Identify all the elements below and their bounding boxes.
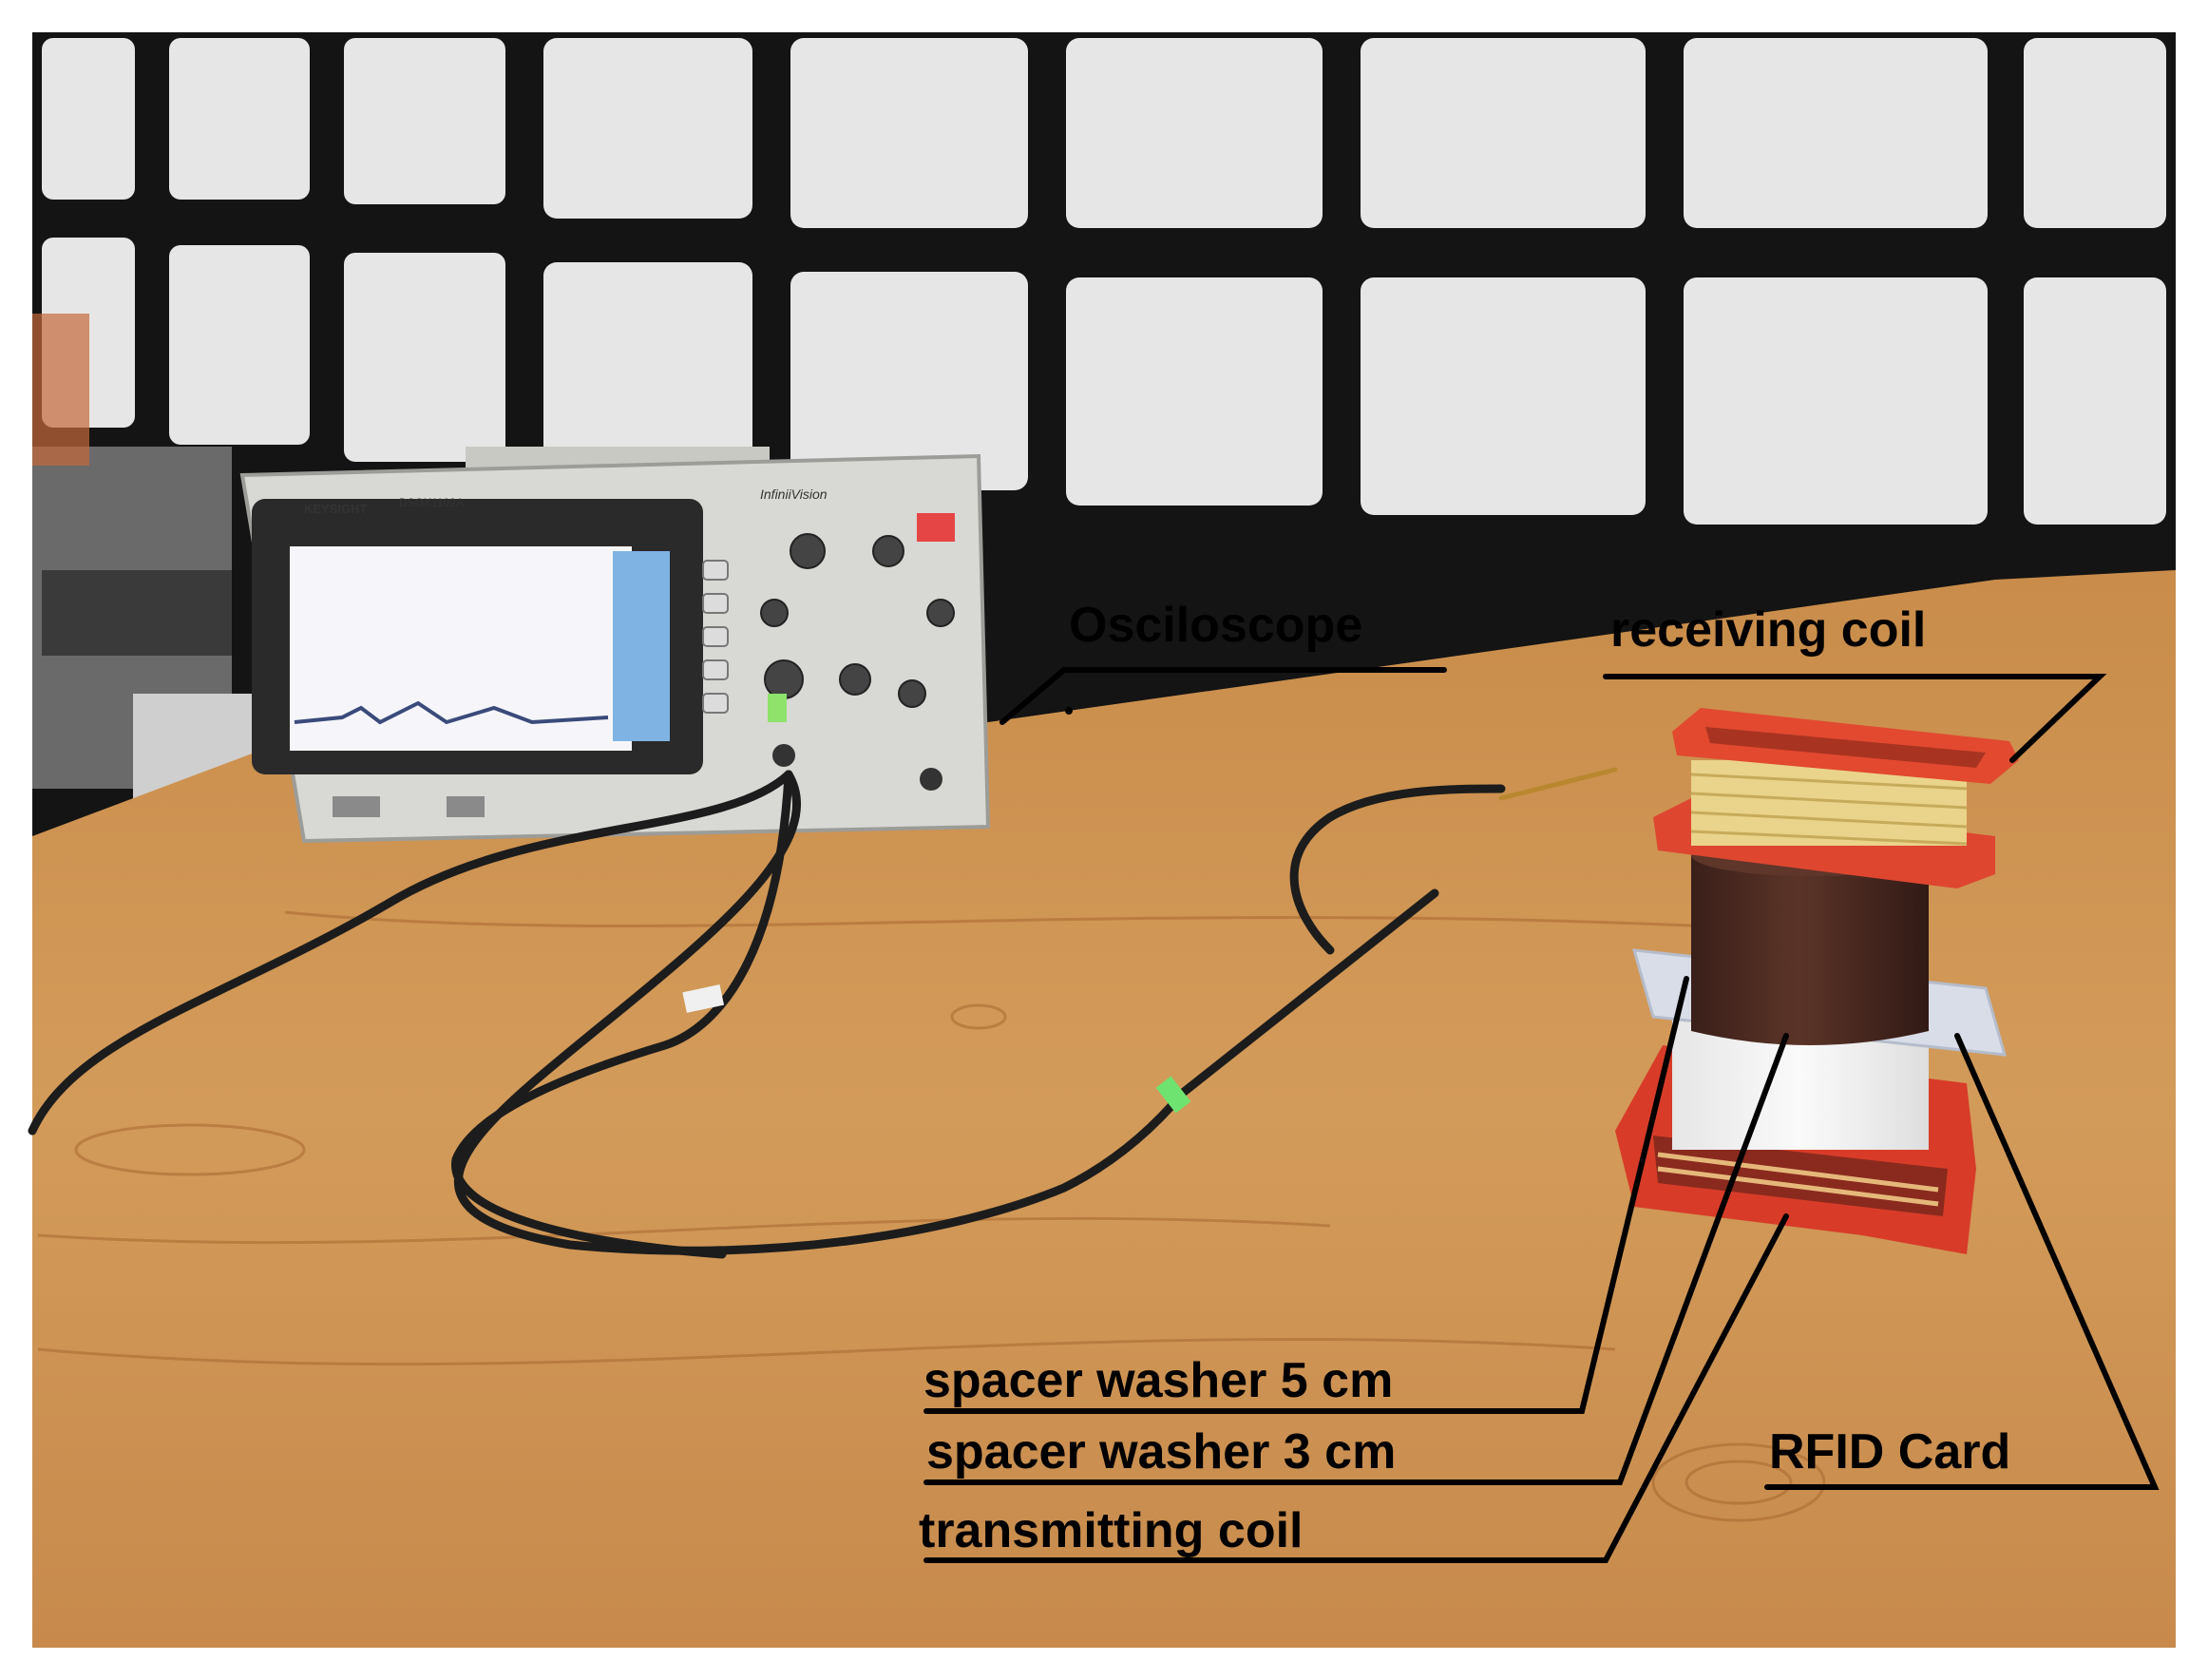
label-rfid-card: RFID Card (1769, 1424, 2010, 1480)
oscilloscope: KEYSIGHT DSOX1102A InfiniiVision (239, 447, 991, 844)
wood-knots (37, 910, 1826, 1522)
label-oscilloscope: Osciloscope (1069, 598, 1362, 653)
scope-brand: KEYSIGHT (304, 502, 368, 516)
label-transmitting-coil: transmitting coil (919, 1503, 1303, 1558)
label-receiving-coil: receiving coil (1610, 602, 1926, 658)
scope-series: InfiniiVision (760, 487, 828, 502)
probe-cables (28, 767, 1618, 1259)
leader-dot (1065, 707, 1073, 715)
spacer-washer-5cm (1691, 855, 1929, 1045)
absorber-wall (32, 32, 2176, 888)
cable-tag (682, 984, 725, 1013)
coil-assembly (1615, 708, 2019, 1254)
probe-collar (1155, 1076, 1191, 1114)
leader-lines (923, 667, 2160, 1563)
label-spacer-washer-5cm: spacer washer 5 cm (923, 1353, 1393, 1408)
label-spacer-washer-3cm: spacer washer 3 cm (926, 1424, 1396, 1480)
scope-model: DSOX1102A (399, 496, 464, 509)
